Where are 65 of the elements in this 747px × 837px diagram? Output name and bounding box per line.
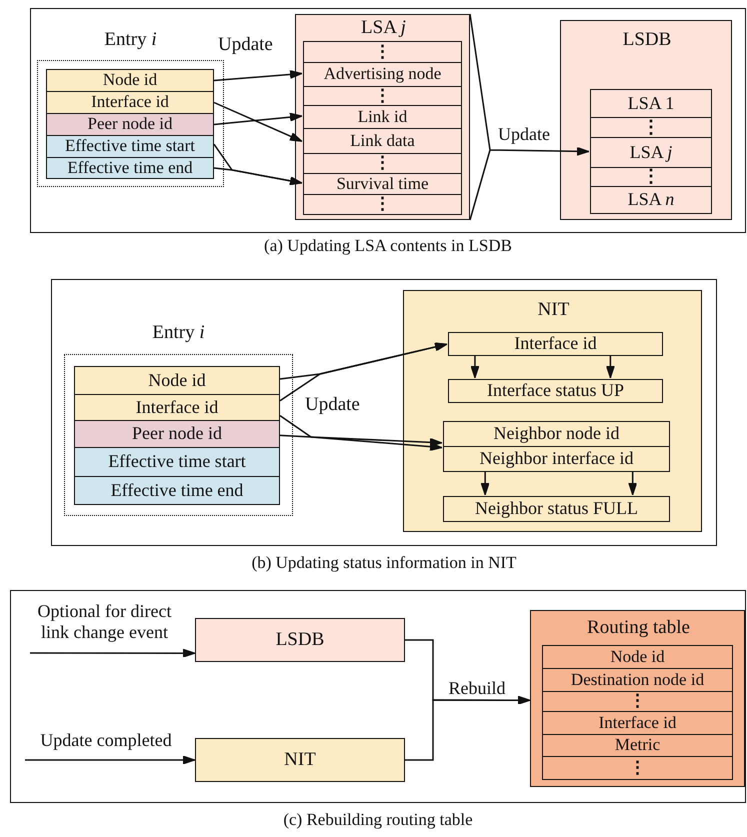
arrow xyxy=(480,471,490,496)
figure-caption: (b) Updating status information in NIT xyxy=(252,553,516,574)
lsa-table xyxy=(295,14,470,220)
ellipsis-row: ⋮ xyxy=(590,117,712,138)
arrow xyxy=(280,434,442,447)
arrow xyxy=(280,414,442,452)
annotation-label: Update xyxy=(305,394,360,416)
field-row: Effective time start xyxy=(46,135,214,158)
figure-caption: (c) Rebuilding routing table xyxy=(283,810,473,830)
arrow xyxy=(214,112,302,126)
field-row: Node id xyxy=(46,69,214,92)
table-heading: LSDB xyxy=(622,29,672,52)
bracket-arrow xyxy=(469,13,590,221)
field-row: Node id xyxy=(542,645,733,669)
arrow xyxy=(470,355,480,378)
field-row: Peer node id xyxy=(74,420,280,448)
annotation-label: Update xyxy=(218,34,273,56)
arrow xyxy=(214,70,302,82)
arrow xyxy=(214,102,302,142)
arrow xyxy=(628,471,638,496)
field-row: Interface id xyxy=(448,332,663,356)
nit-table xyxy=(403,290,702,532)
field-row: Survival time xyxy=(303,173,462,195)
process-box: NIT xyxy=(195,738,405,782)
field-row: Neighbor status FULL xyxy=(443,496,670,522)
ellipsis-row: ⋮ xyxy=(303,86,462,106)
field-row: Advertising node xyxy=(303,62,462,87)
ellipsis-row: ⋮ xyxy=(542,756,733,780)
arrow xyxy=(405,696,530,761)
field-row: Effective time end xyxy=(46,157,214,179)
field-row: Link id xyxy=(303,105,462,129)
figure-caption: (a) Updating LSA contents in LSDB xyxy=(264,236,512,256)
routing-table xyxy=(530,610,745,787)
field-row: Link data xyxy=(303,128,462,154)
field-row: LSA 1 xyxy=(590,89,712,118)
field-row: Destination node id xyxy=(542,668,733,692)
table-heading: LSA j xyxy=(361,17,406,40)
group-heading: Entry i xyxy=(152,322,205,345)
field-row: Peer node id xyxy=(46,113,214,136)
lsdb-table xyxy=(560,20,732,220)
field-row: Interface id xyxy=(542,711,733,735)
process-box: LSDB xyxy=(195,618,405,662)
arrow xyxy=(280,342,448,402)
field-row: Effective time end xyxy=(74,476,280,505)
ellipsis-row: ⋮ xyxy=(303,194,462,215)
arrow xyxy=(606,355,615,378)
ellipsis-row: ⋮ xyxy=(590,167,712,187)
field-row: Metric xyxy=(542,734,733,757)
field-row: Node id xyxy=(74,366,280,395)
arrow xyxy=(214,167,302,186)
ellipsis-row: ⋮ xyxy=(542,691,733,712)
arrow xyxy=(25,756,196,764)
arrow xyxy=(30,648,196,658)
ellipsis-row: ⋮ xyxy=(303,153,462,174)
field-row: Effective time start xyxy=(74,447,280,477)
ellipsis-row: ⋮ xyxy=(303,41,462,63)
field-row: LSA n xyxy=(590,186,712,214)
field-row: Interface id xyxy=(74,394,280,421)
table-heading: Routing table xyxy=(587,617,690,640)
field-row: Interface status UP xyxy=(448,379,663,403)
group-heading: Entry i xyxy=(104,29,157,52)
field-row: Neighbor interface id xyxy=(443,446,670,472)
field-row: Neighbor node id xyxy=(443,421,670,447)
field-row: Interface id xyxy=(46,91,214,114)
table-heading: NIT xyxy=(538,299,570,322)
